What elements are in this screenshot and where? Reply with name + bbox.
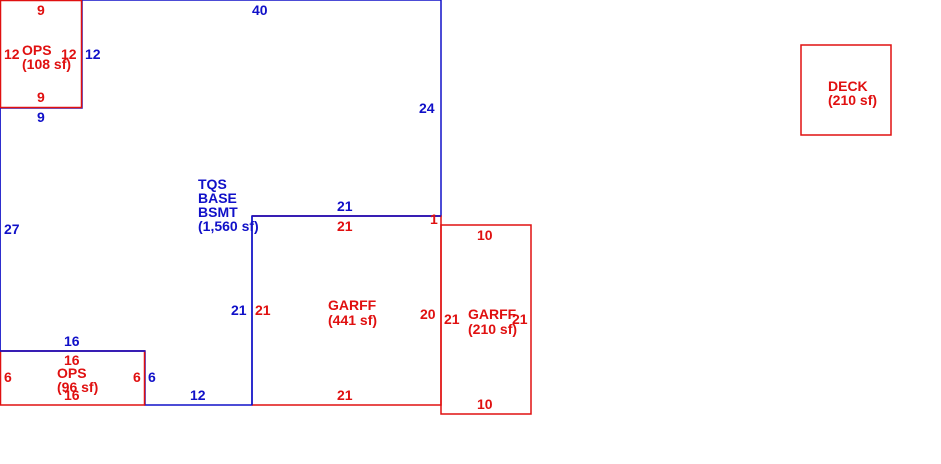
tqs-dim-top: 40: [252, 2, 268, 18]
tqs-dim-right-upper: 24: [419, 100, 435, 116]
garff-main-area: (441 sf): [328, 312, 377, 328]
ops-bottom-dim-top-outer: 16: [64, 333, 80, 349]
tqs-dim-left: 27: [4, 221, 20, 237]
tqs-base-name-line3: BSMT: [198, 204, 238, 220]
garff-main-dim-bottom: 21: [337, 387, 353, 403]
garff-main-dim-right: 20: [420, 306, 436, 322]
ops-top-dim-right-inner: 12: [61, 46, 77, 62]
ops-bottom-dim-right-inner: 6: [133, 369, 141, 385]
garff-main-dim-top-outer: 21: [337, 198, 353, 214]
garff-main-dim-top-inner: 21: [337, 218, 353, 234]
garff-side-outline: [440, 224, 532, 415]
tqs-base-name-line2: BASE: [198, 190, 237, 206]
ops-top-area: (108 sf): [22, 56, 71, 72]
ops-bottom-area: (96 sf): [57, 379, 98, 395]
garff-main-dim-left-outer: 21: [231, 302, 247, 318]
ops-top-dim-left: 12: [4, 46, 20, 62]
tqs-base-area: (1,560 sf): [198, 218, 259, 234]
garff-side-dim-bottom: 10: [477, 396, 493, 412]
ops-bottom-name: OPS: [57, 365, 87, 381]
ops-bottom-dim-bottom: 16: [64, 387, 80, 403]
ops-top-dim-top: 9: [37, 2, 45, 18]
deck-name: DECK: [828, 78, 868, 94]
garff-side-dim-top: 10: [477, 227, 493, 243]
garff-main-name: GARFF: [328, 297, 377, 313]
garff-side-area: (210 sf): [468, 321, 517, 337]
ops-top-dim-right-outer: 12: [85, 46, 101, 62]
deck-area: (210 sf): [828, 92, 877, 108]
garff-side-dim-right: 21: [512, 311, 528, 327]
tqs-base-name-line1: TQS: [198, 176, 227, 192]
ops-top-outline: [0, 0, 83, 109]
ops-top-dim-bottom-inner: 9: [37, 89, 45, 105]
tqs-dim-bottom-mid: 12: [190, 387, 206, 403]
deck-outline: [800, 44, 892, 136]
ops-bottom-dim-left: 6: [4, 369, 12, 385]
ops-top-name: OPS: [22, 42, 52, 58]
ops-bottom-dim-top-inner: 16: [64, 352, 80, 368]
garff-side-name: GARFF: [468, 306, 517, 322]
ops-top-dim-bottom-outer: 9: [37, 109, 45, 125]
garff-main-dim-corner: 1: [430, 211, 438, 227]
garff-main-dim-left-inner: 21: [255, 302, 271, 318]
ops-bottom-dim-right-outer: 6: [148, 369, 156, 385]
garff-side-dim-left: 21: [444, 311, 460, 327]
